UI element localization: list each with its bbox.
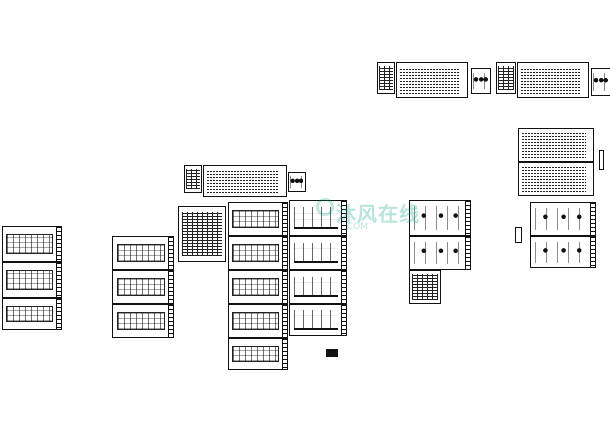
drawing-sheet-stamp[interactable] [326,349,338,357]
drawing-sheet-detail[interactable] [409,200,471,236]
drawing-sheet-detail[interactable] [530,202,596,236]
drawing-sheet-detail[interactable] [471,68,491,94]
watermark-text: 沐风在线 [336,202,420,226]
drawing-sheet-elevation[interactable] [289,270,347,304]
drawing-sheet-notes[interactable] [518,128,594,162]
drawing-sheet-plan[interactable] [2,262,62,298]
drawing-sheet-table[interactable] [184,165,202,193]
drawing-sheet-notes[interactable] [518,162,594,196]
drawing-sheet-detail[interactable] [409,270,441,304]
drawing-sheet-legend[interactable] [178,206,226,262]
watermark-logo-icon [316,198,334,216]
drawing-sheet-plan[interactable] [228,236,288,270]
drawing-sheet-notes[interactable] [203,165,287,197]
drawing-sheet-plan[interactable] [228,338,288,370]
drawing-sheet-plan[interactable] [228,304,288,338]
drawing-sheet-elevation[interactable] [289,304,347,336]
drawing-sheet-detail[interactable] [288,172,306,192]
drawing-sheet-plan[interactable] [2,298,62,330]
drawing-sheet-table[interactable] [377,62,395,94]
drawing-sheet-detail[interactable] [409,236,471,270]
drawing-frame-empty[interactable] [599,150,604,170]
drawing-sheet-plan[interactable] [112,270,174,304]
drawing-sheet-detail[interactable] [530,236,596,268]
drawing-sheet-plan[interactable] [112,236,174,270]
drawing-sheet-detail[interactable] [591,68,610,96]
drawing-sheet-elevation[interactable] [289,236,347,270]
drawing-sheet-notes[interactable] [517,62,589,98]
drawing-sheet-table[interactable] [496,62,516,94]
watermark-subtext: .COM [344,222,368,232]
drawing-sheet-plan[interactable] [2,226,62,262]
drawing-frame-empty[interactable] [515,227,522,243]
drawing-sheet-plan[interactable] [228,270,288,304]
drawing-sheet-notes[interactable] [396,62,468,98]
drawing-sheet-plan[interactable] [112,304,174,338]
drawing-sheet-plan[interactable] [228,202,288,236]
